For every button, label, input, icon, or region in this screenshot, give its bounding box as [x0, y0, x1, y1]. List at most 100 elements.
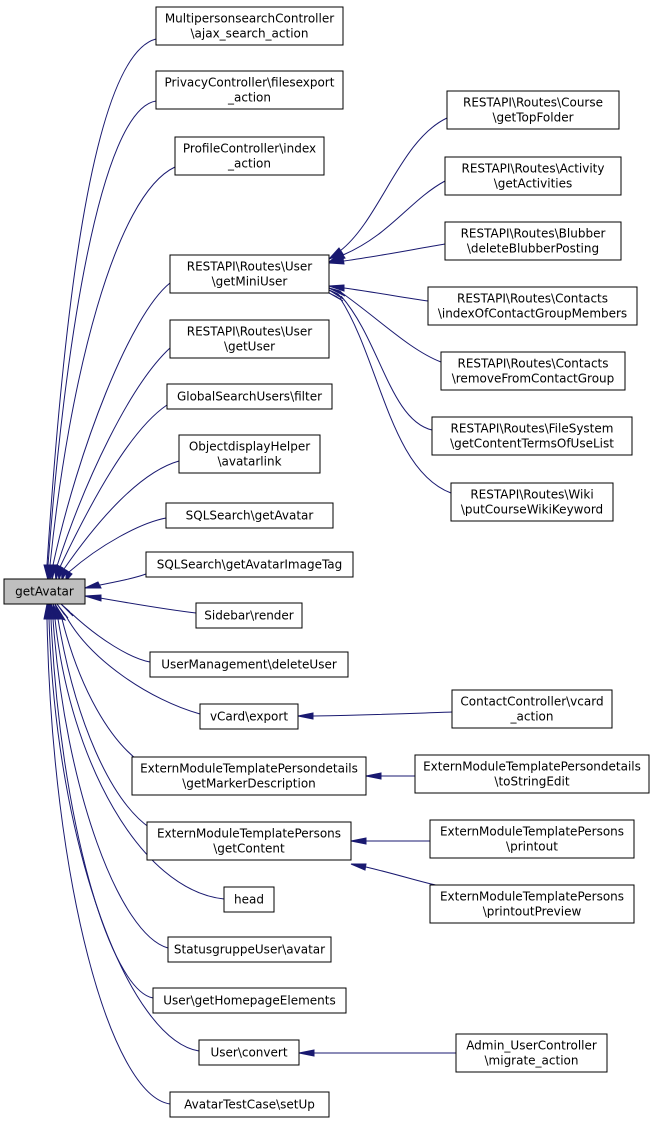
node-course-top[interactable]: RESTAPI\Routes\Course\getTopFolder — [446, 90, 620, 130]
edge-wiki-getminiuser-line — [339, 297, 452, 494]
node-objectdisplay[interactable]: ObjectdisplayHelper\avatarlink — [178, 434, 321, 474]
edge-blubber-getminiuser — [328, 243, 446, 265]
node-emtps-preview-label-1: ExternModuleTemplatePersons — [440, 890, 624, 904]
edge-emtpmarker-line — [61, 618, 141, 763]
node-sidebar[interactable]: Sidebar\render — [195, 602, 303, 629]
node-global-search-box[interactable] — [166, 383, 333, 410]
node-get-mini-user[interactable]: RESTAPI\Routes\User\getMiniUser — [169, 254, 330, 294]
node-objectdisplay-box[interactable] — [178, 434, 321, 474]
node-avatar-test-box[interactable] — [169, 1091, 330, 1118]
node-get-user-box[interactable] — [169, 319, 330, 359]
node-multiperson-label-1: MultipersonsearchController — [165, 12, 334, 26]
node-statusgruppe-box[interactable] — [167, 936, 332, 963]
node-get-avatar-label-1: getAvatar — [15, 585, 74, 599]
edge-emtpmarker — [54, 603, 141, 763]
node-sql-get-avatar[interactable]: SQLSearch\getAvatar — [165, 502, 334, 529]
node-get-user-label-2: \getUser — [224, 340, 275, 354]
node-emtps-preview[interactable]: ExternModuleTemplatePersons\printoutPrev… — [429, 884, 635, 924]
node-user-convert-box[interactable] — [198, 1039, 300, 1066]
node-wiki-box[interactable] — [450, 482, 614, 522]
node-global-search[interactable]: GlobalSearchUsers\filter — [166, 383, 333, 410]
node-emtps-content[interactable]: ExternModuleTemplatePersons\getContent — [146, 821, 352, 861]
node-vcard[interactable]: vCard\export — [199, 703, 299, 730]
node-wiki[interactable]: RESTAPI\Routes\Wiki\putCourseWikiKeyword — [450, 482, 614, 522]
node-vcard-box[interactable] — [199, 703, 299, 730]
node-get-mini-user-label-1: RESTAPI\Routes\User — [187, 260, 313, 274]
edge-wiki-getminiuser — [328, 292, 452, 494]
node-multiperson[interactable]: MultipersonsearchController\ajax_search_… — [155, 6, 344, 46]
node-emtps-printout[interactable]: ExternModuleTemplatePersons\printout — [429, 819, 635, 859]
node-contact-vcard[interactable]: ContactController\vcard_action — [451, 689, 613, 729]
node-head-box[interactable] — [223, 886, 275, 913]
node-privacy-box[interactable] — [155, 70, 344, 110]
node-activity[interactable]: RESTAPI\Routes\Activity\getActivities — [444, 156, 622, 196]
node-emtp-to-string[interactable]: ExternModuleTemplatePersondetails\toStri… — [414, 754, 650, 794]
node-contact-vcard-box[interactable] — [451, 689, 613, 729]
node-course-top-label-1: RESTAPI\Routes\Course — [463, 96, 603, 110]
edge-blubber-getminiuser-arrowhead — [328, 257, 345, 265]
node-avatar-test[interactable]: AvatarTestCase\setUp — [169, 1091, 330, 1118]
node-filesystem-box[interactable] — [431, 416, 633, 456]
node-profile-box[interactable] — [174, 136, 325, 176]
node-emtps-content-box[interactable] — [146, 821, 352, 861]
node-head[interactable]: head — [223, 886, 275, 913]
node-user-mgmt-box[interactable] — [149, 651, 349, 678]
node-objectdisplay-label-1: ObjectdisplayHelper — [189, 440, 310, 454]
node-sql-get-avatar-tag-box[interactable] — [145, 551, 354, 578]
edge-sidebar-arrowhead — [84, 594, 102, 602]
node-contacts-remove-label-1: RESTAPI\Routes\Contacts — [457, 357, 608, 371]
node-blubber-box[interactable] — [444, 221, 622, 261]
edge-emtpscontent-line — [57, 618, 151, 829]
node-user-mgmt-label-1: UserManagement\deleteUser — [161, 658, 337, 672]
node-privacy[interactable]: PrivacyController\filesexport_action — [155, 70, 344, 110]
node-blubber[interactable]: RESTAPI\Routes\Blubber\deleteBlubberPost… — [444, 221, 622, 261]
node-emtp-marker[interactable]: ExternModuleTemplatePersondetails\getMar… — [131, 756, 367, 796]
edge-filesystem-getminiuser — [328, 289, 433, 431]
node-emtps-content-label-2: \getContent — [213, 842, 285, 856]
node-privacy-label-1: PrivacyController\filesexport — [165, 76, 335, 90]
node-course-top-box[interactable] — [446, 90, 620, 130]
node-emtp-to-string-label-1: ExternModuleTemplatePersondetails — [423, 760, 641, 774]
node-emtp-marker-label-2: \getMarkerDescription — [182, 777, 316, 791]
node-profile[interactable]: ProfileController\index_action — [174, 136, 325, 176]
node-admin-migrate[interactable]: Admin_UserController\migrate_action — [455, 1033, 608, 1073]
node-homepage-box[interactable] — [152, 987, 347, 1014]
node-emtps-printout-box[interactable] — [429, 819, 635, 859]
node-profile-label-2: _action — [227, 157, 271, 171]
edge-usermgmt-arrowhead — [60, 603, 74, 617]
edge-adminmigrate-userconvert-arrowhead — [298, 1049, 315, 1057]
edge-profile-line — [49, 166, 176, 566]
edge-homepage-line — [50, 618, 154, 999]
node-statusgruppe[interactable]: StatusgruppeUser\avatar — [167, 936, 332, 963]
node-contacts-index-box[interactable] — [427, 286, 638, 326]
node-get-avatar[interactable]: getAvatar — [3, 578, 86, 605]
edge-privacy — [44, 100, 157, 581]
node-multiperson-box[interactable] — [155, 6, 344, 46]
node-filesystem[interactable]: RESTAPI\Routes\FileSystem\getContentTerm… — [431, 416, 633, 456]
node-avatar-test-label-1: AvatarTestCase\setUp — [184, 1098, 315, 1112]
edge-activity-getminiuser-line — [342, 180, 446, 256]
node-get-user-label-1: RESTAPI\Routes\User — [187, 325, 313, 339]
node-emtp-to-string-box[interactable] — [414, 754, 650, 794]
node-emtps-preview-box[interactable] — [429, 884, 635, 924]
node-admin-migrate-box[interactable] — [455, 1033, 608, 1073]
node-user-convert[interactable]: User\convert — [198, 1039, 300, 1066]
node-get-user[interactable]: RESTAPI\Routes\User\getUser — [169, 319, 330, 359]
node-get-mini-user-box[interactable] — [169, 254, 330, 294]
node-contacts-remove[interactable]: RESTAPI\Routes\Contacts\removeFromContac… — [440, 351, 626, 391]
node-objectdisplay-label-2: \avatarlink — [217, 455, 281, 469]
node-sql-get-avatar-box[interactable] — [165, 502, 334, 529]
node-homepage-label-1: User\getHomepageElements — [163, 994, 335, 1008]
edge-sqlgetavatar-arrowhead — [65, 569, 73, 583]
edge-sqlgetavatartag — [84, 573, 147, 589]
node-contacts-index[interactable]: RESTAPI\Routes\Contacts\indexOfContactGr… — [427, 286, 638, 326]
node-sql-get-avatar-tag[interactable]: SQLSearch\getAvatarImageTag — [145, 551, 354, 578]
node-activity-box[interactable] — [444, 156, 622, 196]
node-sidebar-box[interactable] — [195, 602, 303, 629]
node-user-mgmt[interactable]: UserManagement\deleteUser — [149, 651, 349, 678]
node-get-avatar-box[interactable] — [3, 578, 86, 605]
node-contacts-remove-box[interactable] — [440, 351, 626, 391]
edge-vcard — [56, 603, 201, 715]
node-emtp-marker-box[interactable] — [131, 756, 367, 796]
node-homepage[interactable]: User\getHomepageElements — [152, 987, 347, 1014]
